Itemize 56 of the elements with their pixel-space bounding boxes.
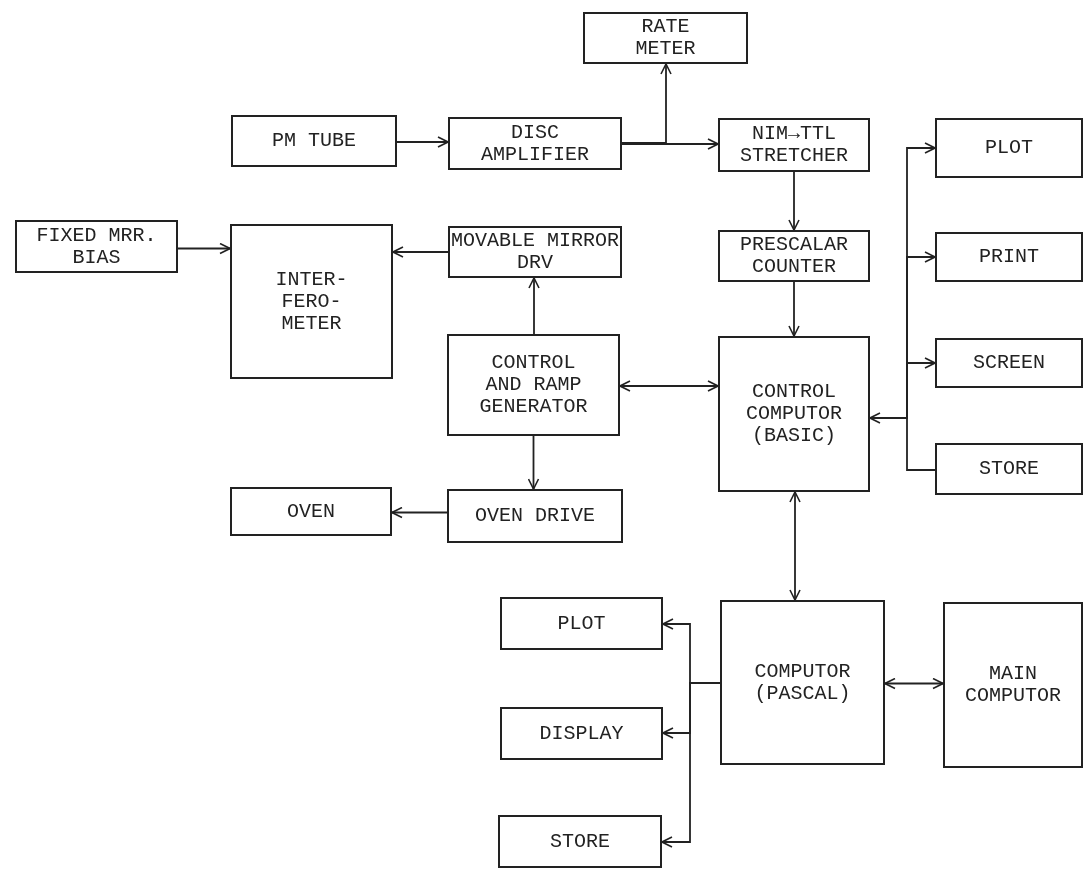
block-label: PLOT bbox=[557, 612, 606, 635]
block-label: STORE bbox=[550, 830, 610, 853]
block-label: CONTROL AND RAMP GENERATOR bbox=[478, 352, 589, 418]
arrow bbox=[884, 677, 944, 690]
block-label: OVEN DRIVE bbox=[475, 505, 595, 527]
block-label: PM TUBE bbox=[272, 130, 356, 152]
block-label: SCREEN bbox=[973, 352, 1045, 374]
block-label: FIXED MRR. BIAS bbox=[35, 224, 158, 269]
block-label: CONTROL COMPUTOR (BASIC) bbox=[745, 381, 843, 447]
block-box bbox=[583, 12, 748, 64]
block-box bbox=[718, 118, 870, 172]
block-box bbox=[943, 602, 1083, 768]
block-box bbox=[935, 443, 1083, 495]
arrow bbox=[869, 412, 936, 471]
block-label: RATE METER bbox=[634, 16, 697, 60]
block-label: NIM→TTL STRETCHER bbox=[739, 123, 849, 167]
block-box bbox=[720, 600, 885, 765]
arrow bbox=[661, 682, 721, 848]
block-box bbox=[718, 230, 870, 282]
block-label: OVEN bbox=[287, 500, 335, 523]
arrow bbox=[621, 138, 719, 150]
block-box bbox=[447, 334, 620, 436]
block-box bbox=[231, 115, 397, 167]
block-box bbox=[935, 338, 1083, 388]
arrow bbox=[396, 136, 449, 148]
block-box bbox=[448, 117, 622, 170]
block-label: PLOT bbox=[985, 137, 1033, 159]
block-label: COMPUTOR (PASCAL) bbox=[753, 660, 852, 705]
arrow bbox=[621, 63, 672, 144]
block-label: DISC AMPLIFIER bbox=[480, 121, 590, 166]
block-box bbox=[15, 220, 178, 273]
block-label: DISPLAY bbox=[539, 722, 624, 745]
block-box bbox=[230, 487, 392, 536]
arrow bbox=[789, 491, 801, 601]
block-label: INTER- FERO- METER bbox=[274, 268, 349, 335]
block-box bbox=[230, 224, 393, 379]
block-label: STORE bbox=[979, 458, 1039, 480]
block-label: MAIN COMPUTOR bbox=[964, 663, 1062, 707]
block-label: MOVABLE MIRROR DRV bbox=[450, 230, 620, 274]
arrow bbox=[788, 171, 800, 231]
block-box bbox=[500, 707, 663, 760]
block-label: PRESCALAR COUNTER bbox=[739, 234, 849, 278]
block-box bbox=[935, 118, 1083, 178]
arrow bbox=[788, 281, 800, 337]
arrow bbox=[619, 380, 719, 392]
arrow bbox=[527, 435, 540, 490]
arrow bbox=[177, 242, 231, 255]
block-box bbox=[500, 597, 663, 650]
block-box bbox=[718, 336, 870, 492]
block-box bbox=[447, 489, 623, 543]
arrow bbox=[392, 246, 449, 258]
block-box bbox=[498, 815, 662, 868]
arrow bbox=[391, 506, 448, 519]
arrow bbox=[528, 277, 540, 335]
block-label: PRINT bbox=[979, 246, 1039, 268]
block-box bbox=[935, 232, 1083, 282]
